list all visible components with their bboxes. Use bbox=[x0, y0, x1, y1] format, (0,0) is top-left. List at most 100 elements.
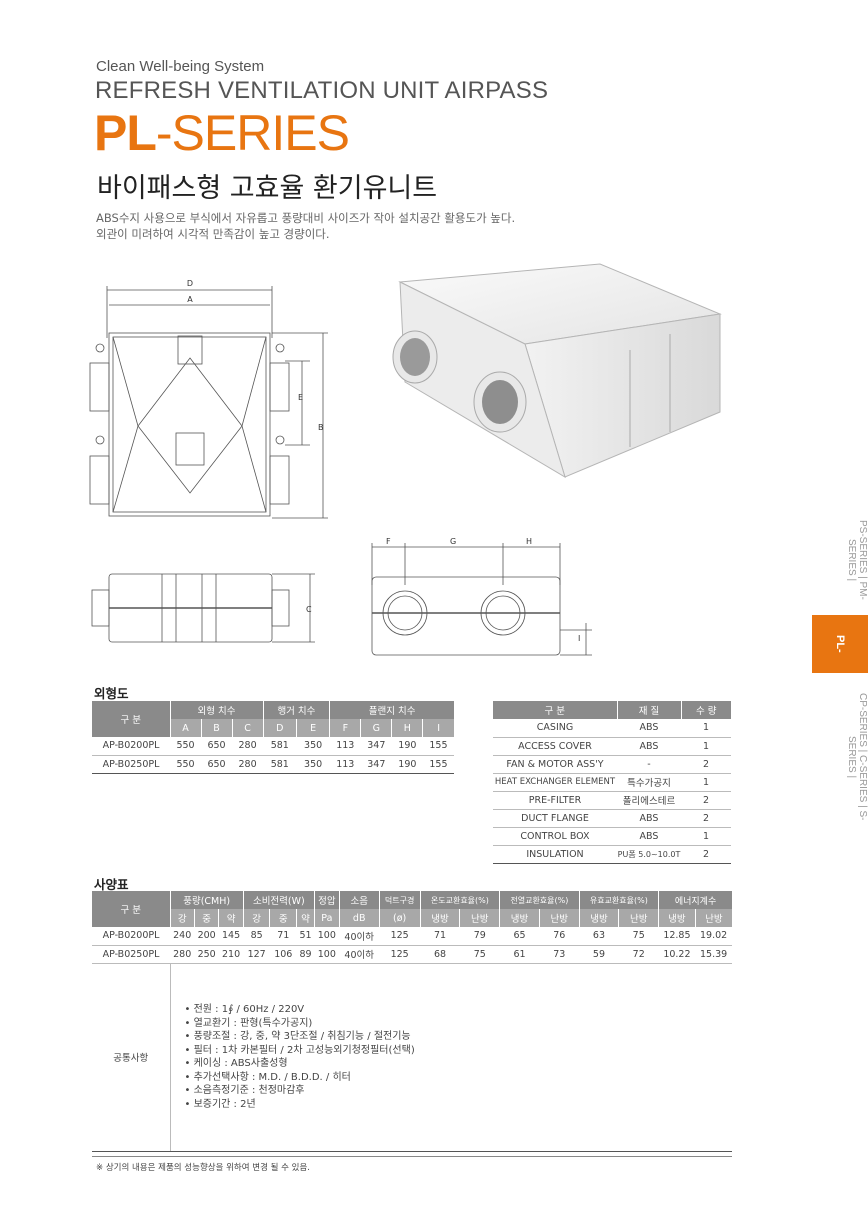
value-cell: 155 bbox=[422, 755, 454, 774]
part-material: ABS bbox=[617, 719, 681, 738]
value-cell: 581 bbox=[263, 737, 297, 756]
dim-col: G bbox=[360, 719, 392, 737]
common-item: • 풍량조절 : 강, 중, 약 3단조절 / 취침기능 / 절전기능 bbox=[184, 1031, 411, 1042]
value-cell: 250 bbox=[194, 945, 219, 964]
value-cell: 650 bbox=[201, 737, 233, 756]
table-row: FAN & MOTOR ASS'Y-2 bbox=[493, 755, 731, 774]
table-row: AP-B0200PL 550 650 280 581 350 113 347 1… bbox=[92, 737, 454, 756]
part-material: ABS bbox=[617, 737, 681, 756]
part-name: FAN & MOTOR ASS'Y bbox=[493, 755, 617, 774]
series-title: PL-SERIES bbox=[94, 104, 350, 162]
parts-header-name: 구 분 bbox=[493, 701, 617, 719]
dim-label-b: B bbox=[318, 423, 324, 432]
spec-group: 에너지계수 bbox=[658, 891, 732, 909]
value-cell: 190 bbox=[391, 755, 423, 774]
spec-group: 소음 bbox=[338, 891, 380, 909]
value-cell: 89 bbox=[296, 945, 315, 964]
footnote-divider bbox=[92, 1156, 732, 1157]
series-bold: PL bbox=[94, 105, 157, 161]
value-cell: 40이하 bbox=[339, 927, 380, 946]
value-cell: 10.22 bbox=[658, 945, 696, 964]
value-cell: 68 bbox=[420, 945, 460, 964]
spec-sub: 중 bbox=[269, 909, 297, 927]
part-name: DUCT FLANGE bbox=[493, 809, 617, 828]
value-cell: 61 bbox=[499, 945, 540, 964]
side-tab-active[interactable]: PL-SERIES bbox=[778, 615, 868, 673]
model-cell: AP-B0250PL bbox=[92, 755, 170, 774]
spec-sub: 강 bbox=[242, 909, 270, 927]
value-cell: 125 bbox=[379, 927, 421, 946]
common-item: • 추가선택사항 : M.D. / B.D.D. / 히터 bbox=[184, 1071, 351, 1083]
spec-sub: (ø) bbox=[378, 909, 421, 927]
dimensions-section-title: 외형도 bbox=[94, 686, 129, 701]
value-cell: 40이하 bbox=[339, 945, 380, 964]
value-cell: 59 bbox=[579, 945, 619, 964]
series-side-nav: PS-SERIES | PM-SERIES | PL-SERIES CP-SER… bbox=[778, 505, 868, 1145]
parts-header-material: 재 질 bbox=[616, 701, 681, 719]
part-material: ABS bbox=[617, 827, 681, 846]
side-tab-next[interactable]: CP-SERIES | C-SERIES | S-SERIES | bbox=[846, 693, 868, 821]
dim-header-hanger: 행거 치수 bbox=[262, 701, 330, 719]
model-cell: AP-B0200PL bbox=[92, 737, 170, 756]
part-name: PRE-FILTER bbox=[493, 791, 617, 810]
desc-line-1: ABS수지 사용으로 부식에서 자유롭고 풍량대비 사이즈가 작아 설치공간 활… bbox=[96, 211, 516, 225]
value-cell: 71 bbox=[420, 927, 460, 946]
value-cell: 100 bbox=[314, 927, 340, 946]
spec-sub: 약 bbox=[218, 909, 244, 927]
dim-col: C bbox=[231, 719, 264, 737]
spec-section-title: 사양표 bbox=[94, 877, 129, 892]
value-cell: 145 bbox=[218, 927, 244, 946]
common-item: • 보증기간 : 2년 bbox=[184, 1098, 256, 1110]
dim-header-flange: 플랜지 치수 bbox=[329, 701, 454, 719]
part-qty: 2 bbox=[681, 755, 731, 774]
parts-header-qty: 수 량 bbox=[680, 701, 731, 719]
spec-sub: 난방 bbox=[538, 909, 580, 927]
part-name: INSULATION bbox=[493, 845, 617, 864]
value-cell: 106 bbox=[269, 945, 297, 964]
spec-sub: 냉방 bbox=[578, 909, 619, 927]
spec-sub: 난방 bbox=[618, 909, 659, 927]
value-cell: 73 bbox=[539, 945, 580, 964]
part-qty: 2 bbox=[681, 791, 731, 810]
value-cell: 581 bbox=[263, 755, 297, 774]
spec-sub: 약 bbox=[296, 909, 315, 927]
spec-header-group: 구 분 bbox=[92, 891, 170, 927]
part-qty: 2 bbox=[681, 809, 731, 828]
common-cell: • 전원 : 1∮ / 60Hz / 220V • 열교환기 : 판형(특수가공… bbox=[170, 963, 732, 1152]
common-row: 공통사항 • 전원 : 1∮ / 60Hz / 220V • 열교환기 : 판형… bbox=[92, 963, 732, 1152]
part-qty: 2 bbox=[681, 845, 731, 864]
spec-group: 풍량(CMH) bbox=[169, 891, 244, 909]
side-tab-previous[interactable]: PS-SERIES | PM-SERIES | bbox=[846, 520, 868, 600]
part-name: CASING bbox=[493, 719, 617, 738]
spec-group: 전열교환효율(%) bbox=[499, 891, 580, 909]
value-cell: 79 bbox=[459, 927, 500, 946]
spec-sub: 냉방 bbox=[658, 909, 696, 927]
value-cell: 75 bbox=[459, 945, 500, 964]
korean-title: 바이패스형 고효율 환기유니트 bbox=[97, 173, 438, 204]
dimensions-table: 구 분 외형 치수 행거 치수 플랜지 치수 A B C D E F G H I… bbox=[92, 701, 454, 774]
value-cell: 347 bbox=[360, 737, 392, 756]
dim-col: D bbox=[262, 719, 297, 737]
part-material: 폴리에스테르 bbox=[617, 791, 681, 810]
part-qty: 1 bbox=[681, 737, 731, 756]
spec-table: 구 분 풍량(CMH) 소비전력(W) 정압 소음 덕트구경 온도교환효율(%)… bbox=[92, 891, 732, 1152]
value-cell: 85 bbox=[243, 927, 270, 946]
value-cell: 127 bbox=[243, 945, 270, 964]
dim-col: I bbox=[422, 719, 454, 737]
brand-subtitle: Clean Well-being System bbox=[96, 58, 265, 75]
dim-col: H bbox=[391, 719, 423, 737]
value-cell: 350 bbox=[296, 737, 330, 756]
value-cell: 113 bbox=[329, 737, 361, 756]
value-cell: 155 bbox=[422, 737, 454, 756]
dim-label-g: G bbox=[450, 537, 456, 546]
value-cell: 63 bbox=[579, 927, 619, 946]
model-cell: AP-B0200PL bbox=[92, 927, 170, 946]
spec-group: 소비전력(W) bbox=[242, 891, 315, 909]
value-cell: 280 bbox=[232, 755, 264, 774]
spec-group: 온도교환효율(%) bbox=[419, 891, 500, 909]
